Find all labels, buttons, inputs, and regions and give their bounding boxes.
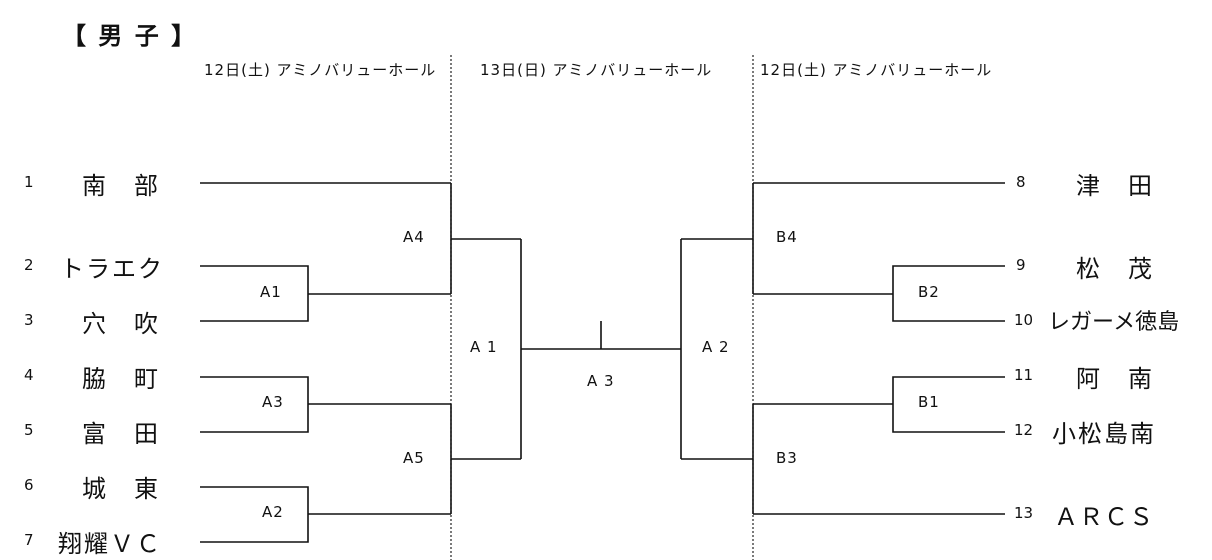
seed-number: 7: [24, 531, 34, 549]
team-name: 城 東: [82, 475, 160, 503]
line-match-left-a4: [450, 183, 521, 294]
venue-header-center: 13日(日) アミノバリューホール: [480, 61, 713, 79]
line-match-left-a1: [200, 265, 451, 322]
seed-number: 2: [24, 256, 34, 274]
team-name: 翔耀ＶＣ: [58, 530, 162, 558]
seed-number: 12: [1014, 421, 1034, 439]
line-match-left-a5: [450, 404, 521, 514]
page-title: 【 男 子 】: [62, 22, 198, 50]
seed-number: 9: [1016, 256, 1026, 274]
venue-header-right: 12日(土) アミノバリューホール: [760, 61, 993, 79]
team-name: レガーメ徳島: [1048, 310, 1180, 335]
seed-number: 6: [24, 476, 34, 494]
match-label: A2: [262, 503, 284, 521]
line-match-right-b4: [681, 183, 754, 294]
match-label: B1: [918, 393, 940, 411]
team-name: 南 部: [82, 172, 160, 200]
team-name: 脇 町: [82, 365, 160, 393]
seed-number: 5: [24, 421, 34, 439]
match-label: A 2: [702, 338, 730, 356]
match-label: A3: [262, 393, 284, 411]
seed-number: 4: [24, 366, 34, 384]
line-match-left-a2: [200, 486, 451, 543]
team-name: 津 田: [1076, 172, 1154, 200]
team-name: ＡＲＣＳ: [1054, 503, 1154, 531]
seed-number: 1: [24, 173, 34, 191]
match-label: A 3: [587, 372, 615, 390]
team-name: 松 茂: [1076, 255, 1154, 283]
seed-number: 8: [1016, 173, 1026, 191]
line-match-right-b2: [753, 265, 1005, 322]
line-match-right-b1: [753, 376, 1005, 433]
team-name: 小松島南: [1052, 420, 1156, 448]
match-label: A 1: [470, 338, 498, 356]
seed-number: 10: [1014, 311, 1034, 329]
match-label: A1: [260, 283, 282, 301]
line-match-left-a3: [200, 376, 451, 433]
seed-number: 3: [24, 311, 34, 329]
team-name: 阿 南: [1076, 365, 1154, 393]
team-name: 富 田: [82, 420, 160, 448]
match-label: B4: [776, 228, 798, 246]
team-name: トラエク: [60, 255, 164, 283]
team-name: 穴 吹: [82, 310, 160, 338]
line-match-right-b3: [681, 404, 754, 514]
seed-number: 13: [1014, 504, 1034, 522]
line-final: [600, 321, 681, 350]
match-label: A5: [403, 449, 425, 467]
line-semi-left: [520, 239, 601, 459]
match-label: B2: [918, 283, 940, 301]
match-label: A4: [403, 228, 425, 246]
seed-number: 11: [1014, 366, 1034, 384]
venue-header-left: 12日(土) アミノバリューホール: [204, 61, 437, 79]
match-label: B3: [776, 449, 798, 467]
